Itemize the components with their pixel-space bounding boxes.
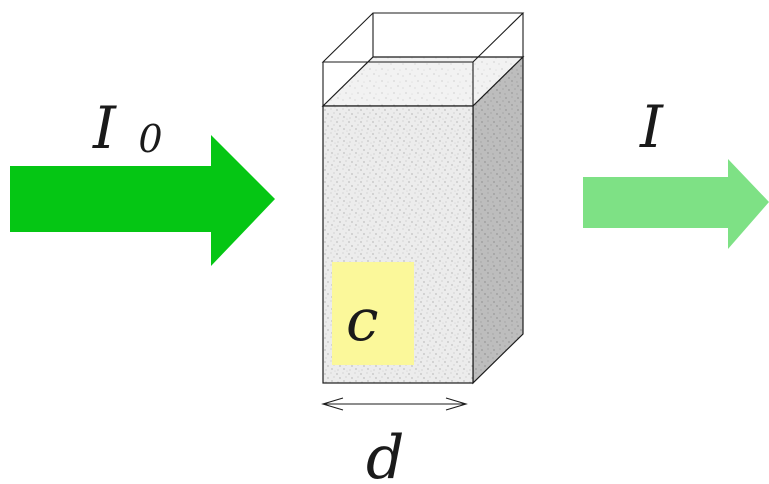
- transmitted-arrow-shape: [583, 159, 769, 249]
- transmitted-light-arrow: [583, 159, 769, 249]
- cuvette-glass-rim: [321, 12, 525, 106]
- transmitted-intensity-label: I: [639, 93, 664, 161]
- incident-arrow-shape: [10, 135, 275, 266]
- concentration-box: [332, 262, 414, 365]
- incident-intensity-subscript: 0: [138, 117, 162, 161]
- path-length-label: d: [366, 423, 404, 484]
- incident-intensity-label: I 0: [92, 94, 163, 162]
- incident-intensity-main: I: [92, 94, 117, 162]
- cuvette-side-face: [472, 55, 524, 385]
- path-length-dimension: [321, 397, 468, 411]
- incident-light-arrow: [10, 135, 275, 266]
- concentration-label: c: [346, 286, 378, 354]
